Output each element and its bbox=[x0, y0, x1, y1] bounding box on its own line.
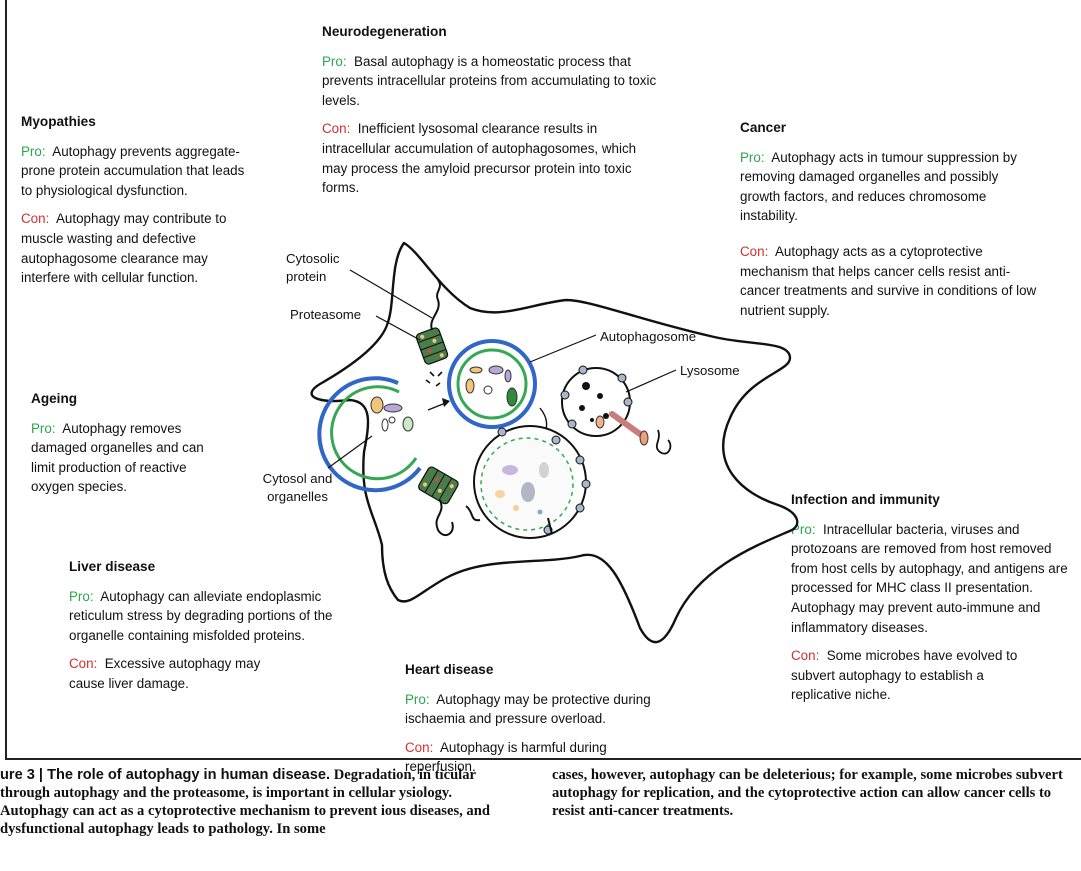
liver-pro: Pro: Autophagy can alleviate endoplasmic… bbox=[69, 587, 369, 646]
lysosome-dot bbox=[579, 405, 585, 411]
leader-lines bbox=[327, 269, 677, 469]
organelle bbox=[639, 430, 649, 446]
microbe-tail bbox=[655, 429, 672, 455]
infection-title: Infection and immunity bbox=[791, 492, 940, 507]
organelle bbox=[488, 365, 504, 375]
proteasome bbox=[415, 327, 449, 365]
heart-title: Heart disease bbox=[405, 662, 494, 677]
ageing-pro-text: Autophagy removes damaged organelles and… bbox=[31, 420, 204, 495]
organelle bbox=[402, 416, 414, 432]
caption-left-text: Degradation, in ticular through autophag… bbox=[0, 767, 490, 837]
arrowhead bbox=[442, 398, 450, 407]
neurodegeneration-title: Neurodegeneration bbox=[322, 24, 447, 39]
infection-con-text: Some microbes have evolved to subvert au… bbox=[791, 648, 1018, 703]
figure-frame-left bbox=[5, 0, 7, 760]
organelle bbox=[469, 366, 483, 374]
pro-tag: Pro: bbox=[405, 691, 430, 707]
pro-tag: Pro: bbox=[31, 420, 56, 436]
heart-pro: Pro: Autophagy may be protective during … bbox=[405, 690, 690, 729]
con-tag: Con: bbox=[322, 121, 351, 137]
label-proteasome: Proteasome bbox=[290, 307, 362, 322]
organelle bbox=[370, 396, 384, 414]
neurodegeneration-con-text: Inefficient lysosomal clearance results … bbox=[322, 121, 637, 196]
figure-frame-bottom bbox=[5, 758, 1081, 760]
myopathies-con: Con: Autophagy may contribute to muscle … bbox=[21, 209, 253, 287]
neurodegeneration-pro: Pro: Basal autophagy is a homeostatic pr… bbox=[322, 52, 662, 111]
pro-tag: Pro: bbox=[740, 149, 765, 165]
myopathies-title: Myopathies bbox=[21, 114, 96, 129]
liver-title: Liver disease bbox=[69, 559, 156, 574]
liver-panel: Liver disease Pro: Autophagy can allevia… bbox=[69, 557, 369, 703]
ageing-panel: Ageing Pro: Autophagy removes damaged or… bbox=[31, 389, 221, 506]
infection-pro: Pro: Intracellular bacteria, viruses and… bbox=[791, 520, 1073, 638]
cell-diagram bbox=[310, 241, 799, 644]
pro-tag: Pro: bbox=[21, 143, 46, 159]
lysosome-dot bbox=[582, 382, 590, 390]
lysosome-dot bbox=[590, 418, 594, 422]
autolysosome-membrane-proteins bbox=[497, 427, 591, 535]
cancer-panel: Cancer Pro: Autophagy acts in tumour sup… bbox=[740, 118, 1040, 329]
heart-panel: Heart disease Pro: Autophagy may be prot… bbox=[405, 660, 690, 786]
liver-con: Con: Excessive autophagy may cause liver… bbox=[69, 654, 299, 693]
caption-heading: ure 3 | The role of autophagy in human d… bbox=[0, 767, 331, 783]
peptide-fragments bbox=[425, 371, 443, 387]
myopathies-pro: Pro: Autophagy prevents aggregate-prone … bbox=[21, 142, 253, 201]
cytosolic-protein-strand bbox=[465, 505, 481, 522]
label-cytosol-organelles: Cytosol and organelles bbox=[262, 471, 333, 504]
con-tag: Con: bbox=[405, 739, 434, 755]
cytosolic-protein-strand bbox=[435, 499, 454, 537]
myopathies-panel: Myopathies Pro: Autophagy prevents aggre… bbox=[21, 112, 253, 297]
lysosome-dot bbox=[597, 393, 603, 399]
lysosome-membrane-proteins bbox=[560, 365, 633, 429]
pore bbox=[547, 517, 553, 535]
neurodegeneration-panel: Neurodegeneration Pro: Basal autophagy i… bbox=[322, 22, 662, 207]
degraded-contents bbox=[495, 462, 549, 515]
proteasome bbox=[418, 466, 459, 505]
cancer-con-text: Autophagy acts as a cytoprotective mecha… bbox=[740, 243, 1037, 318]
label-autophagosome: Autophagosome bbox=[600, 329, 697, 344]
infection-pro-text: Intracellular bacteria, viruses and prot… bbox=[791, 521, 1068, 635]
neurodegeneration-con: Con: Inefficient lysosomal clearance res… bbox=[322, 119, 662, 197]
infection-panel: Infection and immunity Pro: Intracellula… bbox=[791, 490, 1073, 714]
lysosome-dot bbox=[603, 413, 609, 419]
neurodegeneration-pro-text: Basal autophagy is a homeostatic process… bbox=[322, 53, 657, 108]
cancer-pro: Pro: Autophagy acts in tumour suppressio… bbox=[740, 148, 1040, 226]
phagophore-outer bbox=[317, 376, 422, 493]
pro-tag: Pro: bbox=[322, 53, 347, 69]
liver-pro-text: Autophagy can alleviate endoplasmic reti… bbox=[69, 588, 333, 643]
bacterium bbox=[609, 411, 643, 437]
con-tag: Con: bbox=[791, 648, 820, 664]
con-tag: Con: bbox=[740, 243, 769, 259]
ageing-pro: Pro: Autophagy removes damaged organelle… bbox=[31, 419, 221, 497]
infection-con: Con: Some microbes have evolved to subve… bbox=[791, 646, 1039, 705]
figure-caption-right: cases, however, autophagy can be deleter… bbox=[552, 766, 1081, 820]
myopathies-pro-text: Autophagy prevents aggregate-prone prote… bbox=[21, 143, 245, 198]
organelle bbox=[504, 369, 512, 383]
heart-con: Con: Autophagy is harmful during reperfu… bbox=[405, 738, 645, 777]
cancer-pro-text: Autophagy acts in tumour suppression by … bbox=[740, 149, 1017, 224]
liver-con-text: Excessive autophagy may cause liver dama… bbox=[69, 656, 261, 691]
pro-tag: Pro: bbox=[69, 588, 94, 604]
organelle bbox=[465, 378, 475, 394]
cancer-title: Cancer bbox=[740, 120, 787, 135]
organelle bbox=[483, 385, 493, 395]
figure-caption-left: ure 3 | The role of autophagy in human d… bbox=[0, 766, 520, 838]
organelle bbox=[381, 418, 389, 432]
organelle bbox=[506, 387, 518, 407]
phagophore-inner bbox=[330, 385, 418, 481]
label-lysosome: Lysosome bbox=[680, 363, 740, 378]
label-cytosolic-protein: Cytosolic protein bbox=[286, 251, 340, 284]
con-tag: Con: bbox=[69, 656, 98, 672]
organelle bbox=[595, 415, 605, 429]
organelle bbox=[388, 416, 396, 424]
con-tag: Con: bbox=[21, 211, 50, 227]
caption-right-text: cases, however, autophagy can be deleter… bbox=[552, 767, 1063, 819]
organelle bbox=[383, 403, 403, 413]
heart-pro-text: Autophagy may be protective during ischa… bbox=[405, 691, 651, 727]
ageing-title: Ageing bbox=[31, 391, 78, 406]
cytosolic-protein-strand bbox=[430, 279, 441, 331]
cancer-con: Con: Autophagy acts as a cytoprotective … bbox=[740, 242, 1040, 320]
heart-con-text: Autophagy is harmful during reperfusion. bbox=[405, 739, 607, 775]
myopathies-con-text: Autophagy may contribute to muscle wasti… bbox=[21, 211, 227, 286]
